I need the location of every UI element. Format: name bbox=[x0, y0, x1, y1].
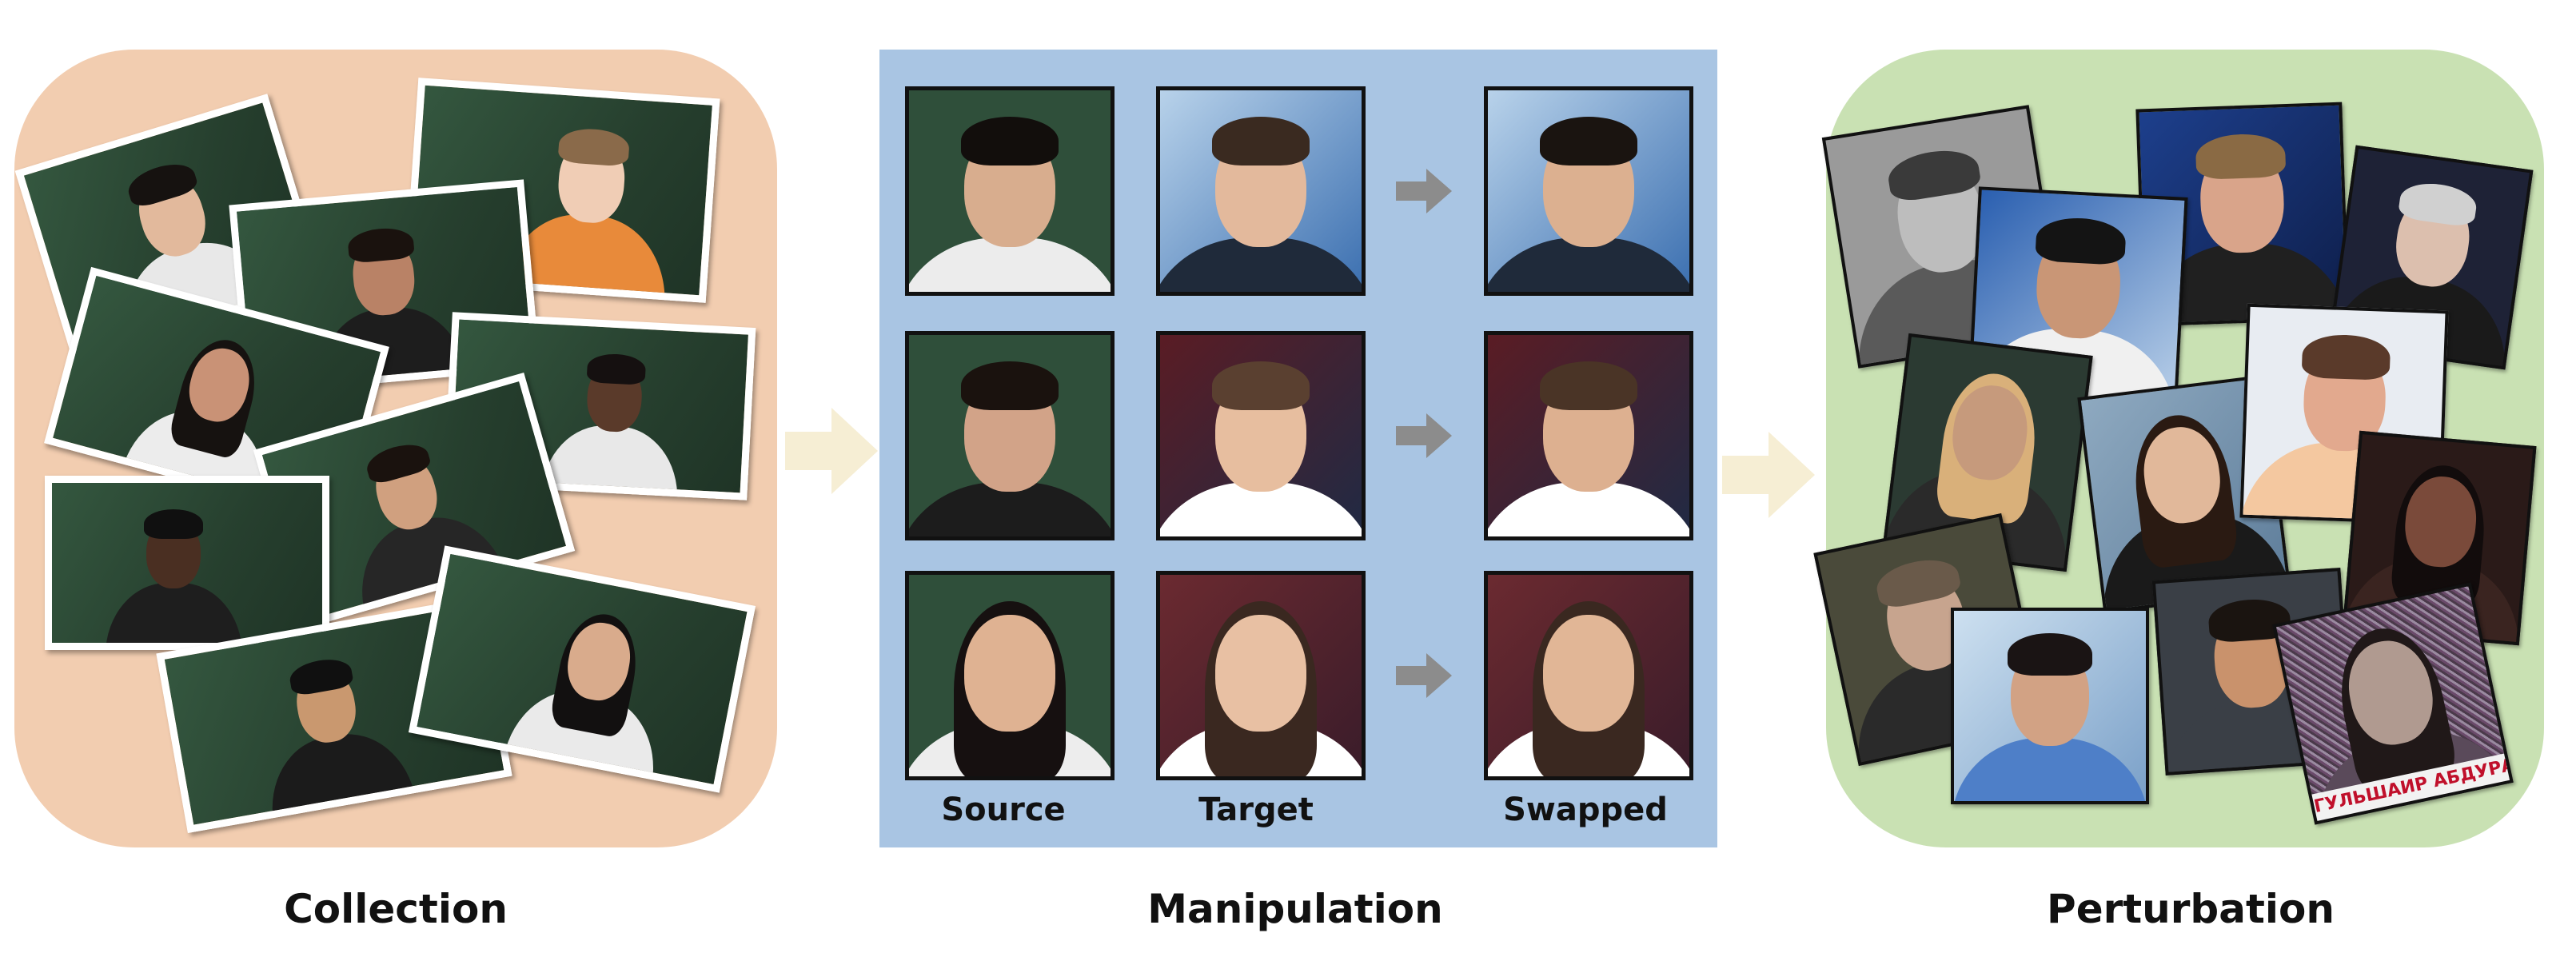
arrow-manipulation-to-perturbation-icon bbox=[1722, 432, 1815, 518]
collection-photo bbox=[45, 476, 329, 650]
arrow-collection-to-manipulation-icon bbox=[785, 408, 878, 494]
person-hair bbox=[960, 361, 1059, 410]
source-face-tile bbox=[905, 86, 1115, 296]
swapped-face-tile bbox=[1484, 331, 1693, 540]
target-face-tile bbox=[1156, 571, 1366, 780]
target-face-tile bbox=[1156, 86, 1366, 296]
person-face bbox=[964, 615, 1055, 732]
person-face bbox=[1543, 615, 1634, 732]
swap-arrow-icon bbox=[1396, 413, 1452, 458]
target-column-label: Target bbox=[1198, 792, 1314, 828]
person-hair bbox=[1211, 116, 1310, 165]
person-hair bbox=[960, 116, 1059, 165]
person-hair bbox=[1539, 361, 1638, 410]
target-face-tile bbox=[1156, 331, 1366, 540]
collection-label: Collection bbox=[284, 886, 508, 932]
perturbed-face-photo: ГУЛЬШАИР АБДУРАСУЛ bbox=[2272, 582, 2514, 825]
swap-arrow-icon bbox=[1396, 653, 1452, 698]
manipulation-label: Manipulation bbox=[1147, 886, 1443, 932]
perturbation-label: Perturbation bbox=[2047, 886, 2335, 932]
person-torso bbox=[1954, 737, 2146, 801]
person-hair bbox=[2195, 132, 2287, 181]
swapped-column-label: Swapped bbox=[1503, 792, 1668, 828]
swapped-face-tile bbox=[1484, 86, 1693, 296]
source-face-tile bbox=[905, 331, 1115, 540]
person-hair bbox=[2007, 632, 2093, 676]
perturbed-face-photo bbox=[1951, 608, 2149, 804]
person-hair bbox=[1211, 361, 1310, 410]
source-column-label: Source bbox=[941, 792, 1066, 828]
person-hair bbox=[144, 509, 204, 540]
swapped-face-tile bbox=[1484, 571, 1693, 780]
person-hair bbox=[2302, 333, 2391, 381]
swap-arrow-icon bbox=[1396, 169, 1452, 213]
person-hair bbox=[1539, 116, 1638, 165]
person-face bbox=[1215, 615, 1306, 732]
person-hair bbox=[2034, 216, 2127, 266]
source-face-tile bbox=[905, 571, 1115, 780]
